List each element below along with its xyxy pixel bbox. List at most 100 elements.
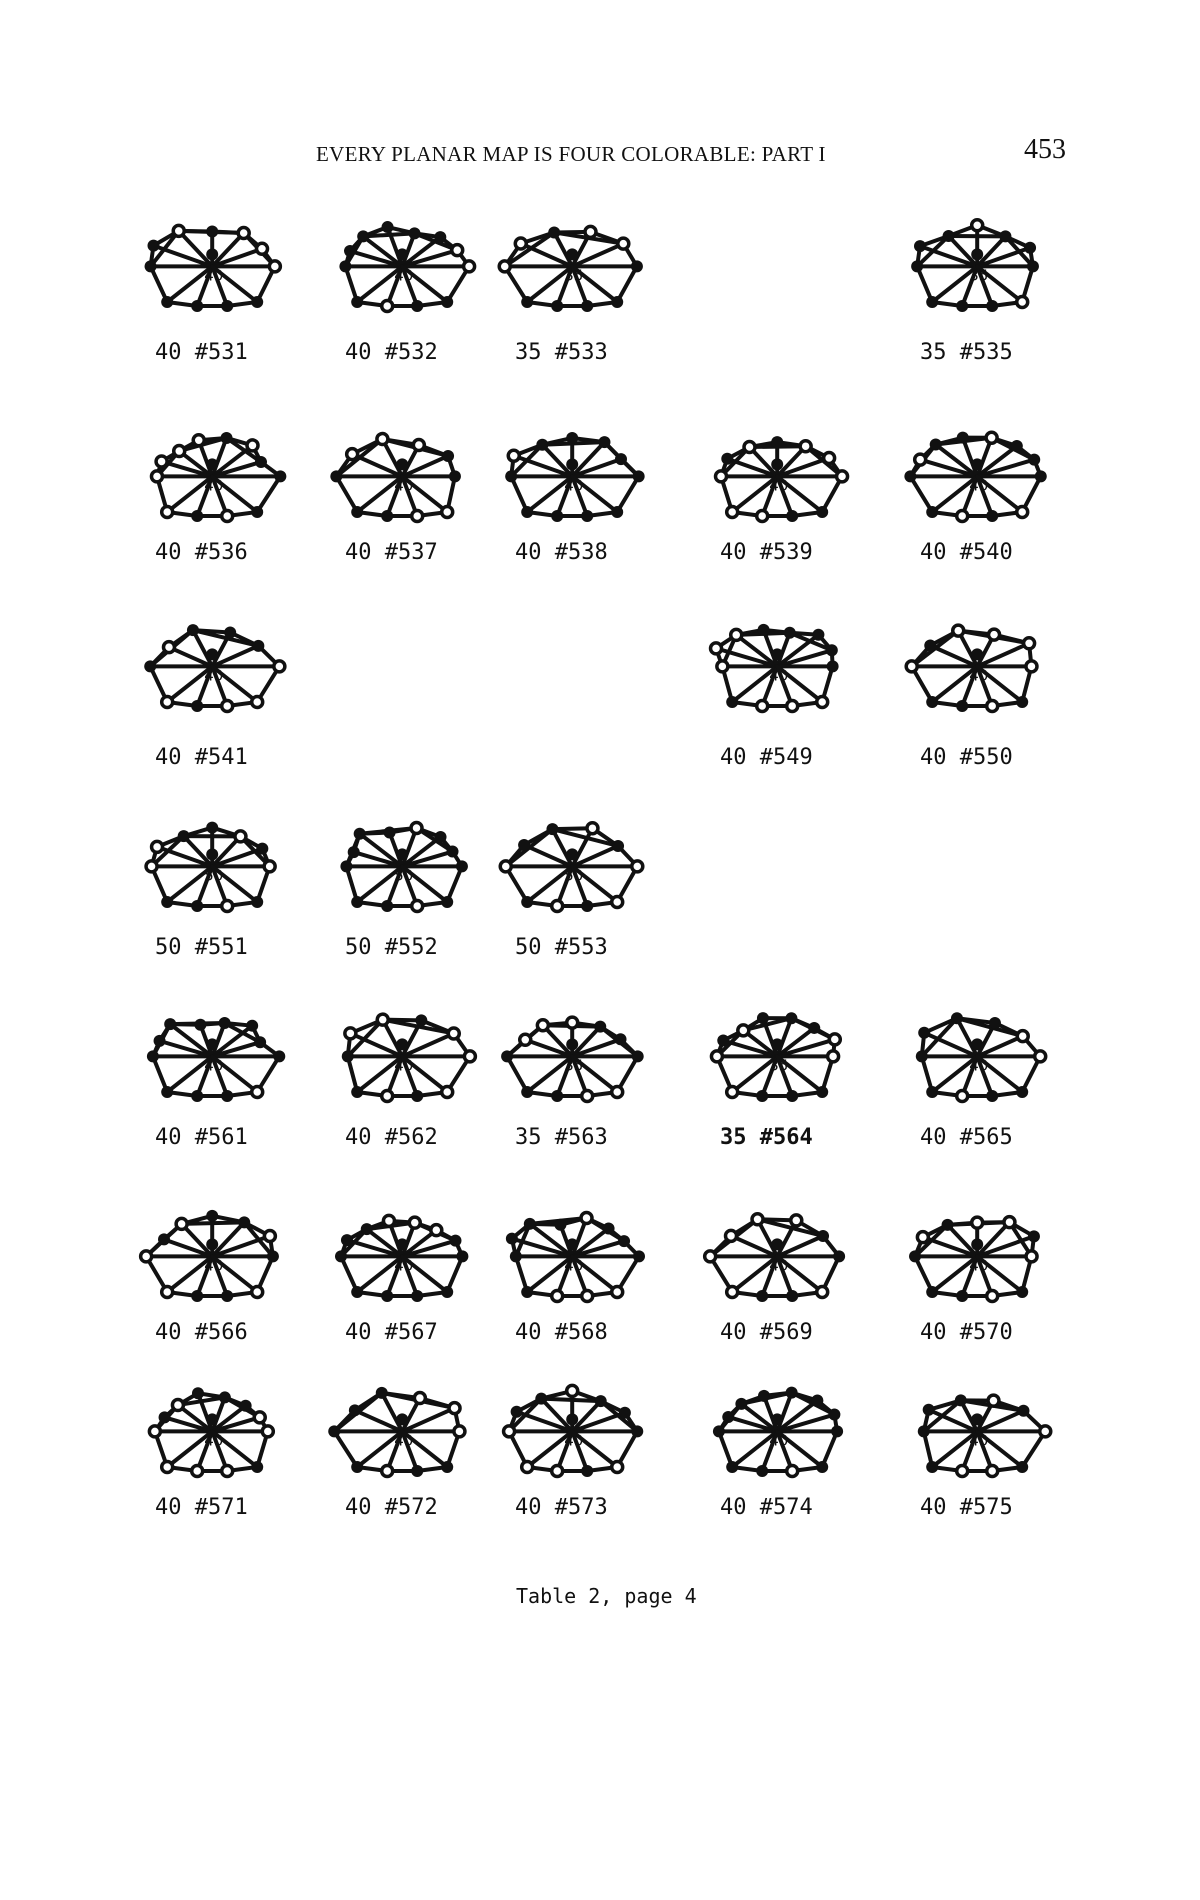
black-vertex <box>756 1290 769 1302</box>
graph-edge <box>176 228 215 269</box>
black-vertex <box>785 1386 798 1399</box>
graph-edge <box>507 1396 544 1434</box>
graph-edge <box>975 457 1037 479</box>
configuration-inner-label: 40 <box>204 1056 223 1074</box>
black-vertex <box>566 458 579 471</box>
black-vertex <box>551 300 564 312</box>
configuration-caption: 40 #573 <box>515 1495 608 1520</box>
white-vertex <box>583 224 598 240</box>
graph-edge <box>975 1220 1012 1259</box>
black-vertex <box>632 470 645 483</box>
configuration-figure: 40 <box>895 430 1065 525</box>
white-vertex <box>579 1210 594 1226</box>
black-vertex <box>206 225 219 238</box>
black-vertex <box>771 458 784 471</box>
black-vertex <box>340 860 353 873</box>
graph-edge <box>775 1054 825 1094</box>
configuration-caption: 40 #550 <box>920 745 1013 770</box>
configuration-inner-label: 40 <box>204 666 223 684</box>
black-vertex <box>266 1250 279 1263</box>
white-vertex <box>798 438 813 454</box>
configuration-figure: 40 <box>320 1385 490 1480</box>
black-vertex <box>161 296 174 308</box>
black-vertex <box>521 296 534 308</box>
white-vertex <box>954 1463 970 1479</box>
configuration-graph: 40 <box>146 1017 286 1102</box>
black-vertex <box>915 1050 928 1063</box>
black-vertex <box>434 231 447 244</box>
white-vertex <box>149 839 165 855</box>
configuration-inner-label: 35 <box>969 266 988 284</box>
black-vertex <box>144 660 157 673</box>
black-vertex <box>922 1403 935 1416</box>
white-vertex <box>715 659 730 674</box>
configuration-inner-label: 40 <box>394 1256 413 1274</box>
white-vertex <box>189 1463 205 1479</box>
graph-edge <box>345 1054 360 1094</box>
black-vertex <box>771 1238 784 1251</box>
graph-edge <box>210 264 260 304</box>
black-vertex <box>383 826 396 839</box>
black-vertex <box>396 1413 409 1426</box>
configuration-figure: 40 <box>130 1209 300 1305</box>
graph-edge <box>509 474 530 514</box>
graph-edge <box>960 435 980 479</box>
graph-edge <box>210 1395 227 1434</box>
graph-edge <box>975 1254 1025 1294</box>
graph-edge <box>930 1254 980 1294</box>
black-vertex <box>712 1425 725 1438</box>
black-vertex <box>757 1389 770 1402</box>
configuration-inner-label: 40 <box>204 1256 223 1274</box>
configuration-caption: 50 #553 <box>515 935 608 960</box>
black-vertex <box>456 1250 469 1263</box>
configuration-inner-label: 35 <box>564 1056 583 1074</box>
graph-edge <box>775 1016 794 1059</box>
graph-edge <box>400 1031 456 1059</box>
black-vertex <box>396 458 409 471</box>
graph-edge <box>714 646 780 669</box>
white-vertex <box>174 1216 189 1232</box>
white-vertex <box>138 1249 154 1264</box>
graph-edge <box>334 474 360 514</box>
black-vertex <box>632 1250 645 1263</box>
black-vertex <box>816 1461 829 1473</box>
configuration-caption: 40 #541 <box>155 745 248 770</box>
white-vertex <box>501 1424 517 1439</box>
black-vertex <box>448 470 461 483</box>
black-vertex <box>411 1465 424 1477</box>
graph-edge <box>165 1054 215 1094</box>
configuration-inner-label: 50 <box>564 866 583 884</box>
running-header-title: EVERY PLANAR MAP IS FOUR COLORABLE: PART… <box>316 142 826 166</box>
white-vertex <box>579 1088 595 1104</box>
black-vertex <box>756 1012 769 1025</box>
graph-edge <box>157 1038 215 1059</box>
graph-edge <box>332 1429 360 1469</box>
configuration-inner-label: 40 <box>969 1431 988 1449</box>
graph-edge <box>400 849 455 869</box>
configuration-figure: 40 <box>895 1210 1065 1305</box>
configuration-graph: 40 <box>917 1393 1053 1479</box>
white-vertex <box>249 1084 265 1100</box>
graph-edge <box>195 1254 215 1298</box>
graph-edge <box>820 1429 840 1469</box>
graph-edge <box>525 264 575 304</box>
black-vertex <box>339 260 352 273</box>
black-vertex <box>186 624 199 637</box>
white-vertex <box>969 217 985 233</box>
black-vertex <box>341 1050 354 1063</box>
white-vertex <box>245 438 260 453</box>
black-vertex <box>771 436 784 449</box>
black-vertex <box>926 1461 939 1473</box>
black-vertex <box>218 1017 231 1030</box>
configuration-graph: 50 <box>498 820 645 914</box>
configuration-graph: 40 <box>505 1210 645 1304</box>
configuration-figure: 40 <box>320 1010 490 1105</box>
configuration-graph: 40 <box>909 1214 1040 1304</box>
configuration-caption: 40 #532 <box>345 340 438 365</box>
black-vertex <box>757 623 770 636</box>
black-vertex <box>505 1232 518 1245</box>
black-vertex <box>206 648 219 661</box>
black-vertex <box>631 1050 644 1063</box>
graph-edge <box>210 435 229 479</box>
graph-edge <box>570 1429 620 1469</box>
